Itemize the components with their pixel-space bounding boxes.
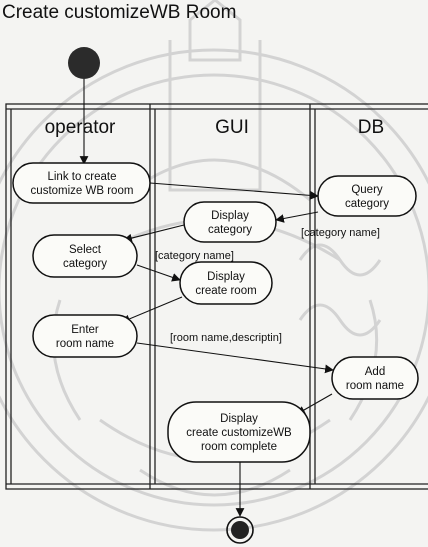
flow-display-select [123, 224, 185, 243]
activity-label-select: category [63, 258, 107, 270]
activity-label-display-complete: Display [220, 413, 258, 425]
activity-label-display-category: category [208, 224, 252, 236]
flow-create-enter [121, 296, 183, 324]
activity-label-enter: Enter [71, 324, 99, 336]
activity-label-query: category [345, 198, 389, 210]
activity-select-category [32, 234, 138, 278]
activity-label-add: Add [365, 366, 385, 378]
activity-display-create-room [179, 261, 273, 305]
initial-node [68, 47, 100, 79]
activity-label-enter: room name [56, 338, 114, 350]
diagram-title: Create customizeWB Room [2, 2, 237, 23]
guard-category-name-db: [category name] [301, 227, 380, 239]
lane-gui: GUI [215, 117, 249, 138]
lane-db: DB [358, 117, 384, 138]
activity-enter-room-name [32, 314, 138, 358]
flow-select-create [136, 264, 181, 282]
activity-add-room-name [331, 356, 419, 400]
activity-label-display-complete: create customizeWB [186, 427, 292, 439]
final-node-ring [226, 516, 254, 544]
activity-display-complete [167, 401, 311, 463]
guard-category-name-gui: [category name] [155, 250, 234, 262]
activity-display-category [183, 201, 277, 243]
activity-link-create [12, 162, 151, 204]
swimlane-frame [5, 103, 428, 490]
flow-link-query [149, 182, 319, 200]
activity-label-select: Select [69, 244, 102, 256]
activity-label-link: customize WB room [31, 185, 134, 197]
activity-query-category [317, 175, 417, 217]
activity-label-link: Link to create [47, 171, 116, 183]
final-node [231, 521, 249, 539]
flow-query-display [275, 211, 319, 223]
activity-label-display-complete: room complete [201, 441, 277, 453]
guard-room-name-description: [room name,descriptin] [170, 332, 282, 344]
lane-operator: operator [45, 117, 116, 138]
activity-label-display-create: Display [207, 271, 245, 283]
activity-label-display-create: create room [195, 285, 256, 297]
activity-label-display-category: Display [211, 210, 249, 222]
flow-enter-add [136, 342, 334, 374]
activity-label-add: room name [346, 380, 404, 392]
activity-label-query: Query [351, 184, 383, 196]
